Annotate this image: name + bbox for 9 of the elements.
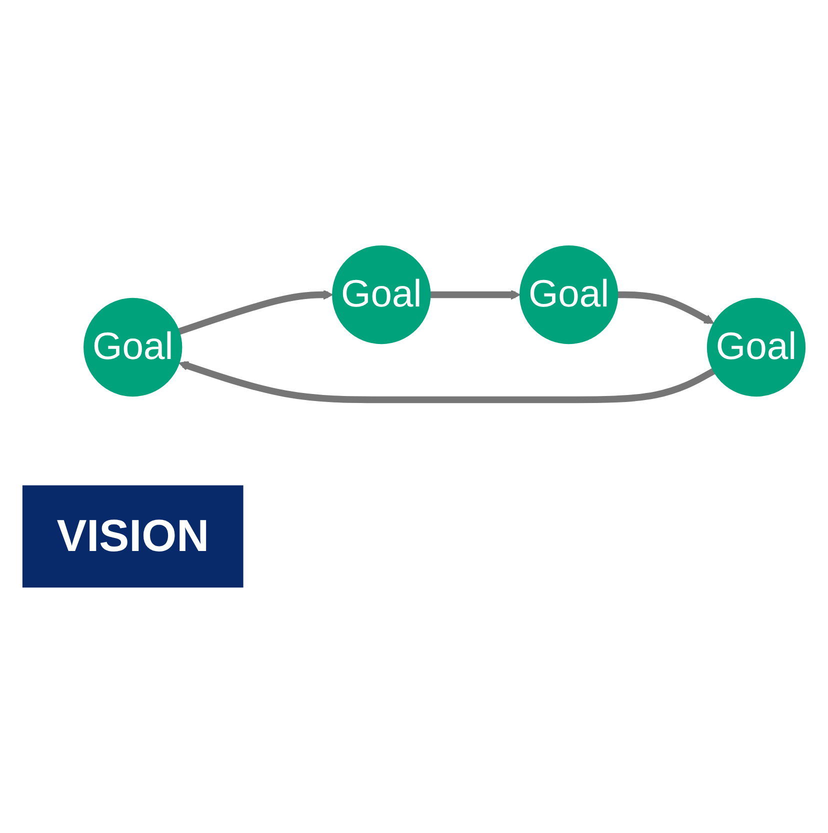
arrow xyxy=(618,291,714,324)
vision-box: VISION xyxy=(22,485,244,588)
goal-circle: Goal xyxy=(706,298,806,397)
arrow xyxy=(178,290,334,335)
arrow xyxy=(178,361,716,404)
goal-circle: Goal xyxy=(332,245,431,344)
goal-circle: Goal xyxy=(519,245,618,344)
arrow xyxy=(430,290,520,300)
goal-circle: Goal xyxy=(84,298,182,397)
